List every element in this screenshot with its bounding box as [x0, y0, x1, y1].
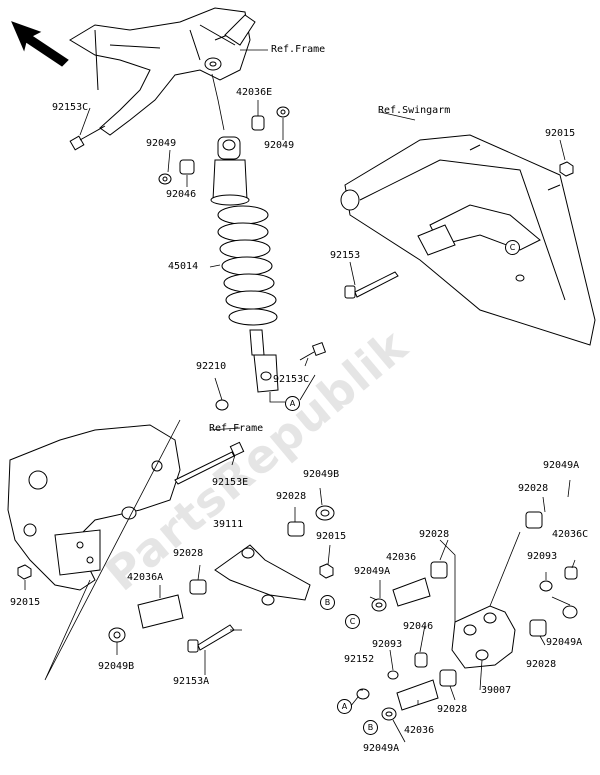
part-label: 92153A — [173, 676, 210, 687]
part-label: 92152 — [344, 654, 375, 665]
upper-frame-drawing — [69, 7, 256, 136]
bushing-92028-d — [529, 619, 547, 637]
part-label: 92028 — [518, 483, 549, 494]
callout-b-linkage: B — [320, 595, 335, 610]
nut-92015-left — [17, 564, 32, 580]
part-label: 39007 — [481, 685, 512, 696]
part-label: 42036A — [127, 572, 164, 583]
part-label: 92028 — [437, 704, 468, 715]
ref-frame-mid-label: Ref.Frame — [209, 423, 264, 434]
part-label: 92015 — [316, 531, 347, 542]
nut-92015-top — [559, 161, 574, 177]
ref-swingarm-label: Ref.Swingarm — [378, 105, 451, 116]
part-label: 92093 — [527, 551, 558, 562]
bushing-92028-a — [287, 521, 305, 537]
part-label: 42036 — [386, 552, 417, 563]
bushing-92028-right — [525, 511, 543, 529]
bolt-92153A — [187, 624, 235, 653]
callout-a-upper: A — [285, 396, 300, 411]
sleeve-42036 — [392, 577, 431, 607]
callout-c-swingarm: C — [505, 240, 520, 255]
swingarm-drawing — [340, 134, 596, 346]
bushing-92028-e — [439, 669, 457, 687]
part-label: 92049B — [98, 661, 135, 672]
part-label: 42036C — [552, 529, 589, 540]
lower-frame-drawing — [7, 424, 181, 591]
collar-42036C — [564, 566, 578, 580]
part-label: 92093 — [372, 639, 403, 650]
part-label: 92153C — [273, 374, 310, 385]
part-label: 45014 — [168, 261, 199, 272]
part-label: 92049 — [146, 138, 177, 149]
washer-92093-bot — [387, 670, 399, 680]
washer-92093-right — [539, 580, 553, 592]
tie-rod-39111 — [214, 544, 311, 606]
callout-b-lower: B — [363, 720, 378, 735]
part-label: 92049A — [546, 637, 583, 648]
part-label: 92028 — [526, 659, 557, 670]
nut-92015-mid — [319, 563, 334, 579]
bolt-92153 — [344, 271, 399, 299]
bushing-92046-top — [179, 159, 195, 175]
front-arrow-icon — [11, 21, 69, 67]
part-label: 92210 — [196, 361, 227, 372]
part-label: 92153C — [52, 102, 89, 113]
bolt-92153C-top — [69, 125, 106, 151]
shock-absorber-drawing — [210, 136, 279, 393]
part-label: 92028 — [173, 548, 204, 559]
sleeve-42036-bot — [396, 679, 439, 711]
part-label: 92028 — [276, 491, 307, 502]
part-label: 92049B — [303, 469, 340, 480]
part-label: 92015 — [545, 128, 576, 139]
part-label: 92049 — [264, 140, 295, 151]
part-label: 92049A — [363, 743, 400, 754]
callout-a-lower: A — [337, 699, 352, 714]
bushing-92046-bot — [414, 652, 428, 668]
bushing-92028-c — [430, 561, 448, 579]
part-label: 92153E — [212, 477, 249, 488]
part-label: 39111 — [213, 519, 244, 530]
bolt-92153C-mid — [299, 341, 327, 361]
part-label: 92049A — [543, 460, 580, 471]
bolt-92153E — [174, 441, 245, 485]
washer-92152 — [356, 688, 370, 700]
part-label: 92046 — [403, 621, 434, 632]
sleeve-42036A — [137, 594, 184, 629]
part-label: 42036E — [236, 87, 273, 98]
part-label: 92015 — [10, 597, 41, 608]
part-label: 92049A — [354, 566, 391, 577]
part-label: 92153 — [330, 250, 361, 261]
part-label: 92028 — [419, 529, 450, 540]
nut-92210 — [215, 399, 229, 411]
collar-42036E — [251, 115, 265, 131]
bushing-92028-b — [189, 579, 207, 595]
rocker-arm-39007 — [451, 605, 516, 669]
part-label: 42036 — [404, 725, 435, 736]
part-label: 92046 — [166, 189, 197, 200]
washer-92049A-right — [562, 605, 578, 619]
callout-c-rocker: C — [345, 614, 360, 629]
ref-frame-top-label: Ref.Frame — [271, 44, 326, 55]
